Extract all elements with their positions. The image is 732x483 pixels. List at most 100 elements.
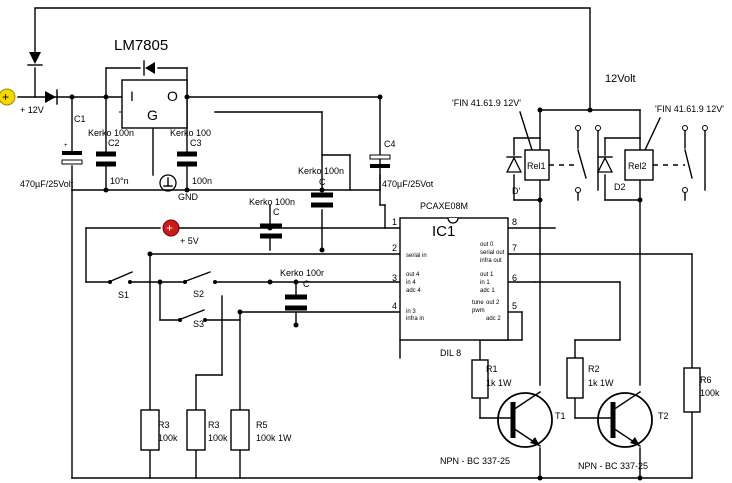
svg-text:+: + bbox=[64, 143, 68, 149]
ic-label-tune: tune bbox=[472, 300, 484, 306]
resistor-r3b: R3 100k bbox=[186, 409, 228, 451]
r5-name: R5 bbox=[256, 420, 268, 430]
diode-input bbox=[45, 89, 58, 105]
c6-type: Kerko 100n bbox=[298, 166, 344, 176]
resistor-r2: R2 1k 1W bbox=[566, 357, 614, 399]
regulator-pin-gnd: G bbox=[147, 107, 158, 123]
switch-s2: S2 bbox=[183, 271, 217, 299]
ic-pin-7: 7 bbox=[512, 243, 517, 253]
r3a-value: 100k bbox=[158, 433, 178, 443]
relay-rel2: 'FIN 41.61.9 12V' Rel2 bbox=[624, 104, 724, 193]
capacitor-c6: Kerko 100n C bbox=[298, 166, 344, 208]
c5-name: C bbox=[273, 207, 280, 217]
relay-rel1: 'FIN 41.61.9 12V' Rel1 bbox=[452, 98, 601, 193]
gnd-label: GND bbox=[178, 192, 199, 202]
transistor-t1: T1 NPN - BC 337-25 bbox=[440, 391, 566, 466]
c3-type: Kerko 100 bbox=[170, 128, 211, 138]
c1-name: C1 bbox=[74, 114, 86, 124]
wires bbox=[17, 7, 693, 479]
ic-pin-1: 1 bbox=[392, 217, 397, 227]
ground-symbol: GND bbox=[159, 174, 199, 202]
rel1-name: Rel1 bbox=[527, 161, 546, 171]
r2-name: R2 bbox=[588, 364, 600, 374]
rel1-part: 'FIN 41.61.9 12V' bbox=[452, 98, 521, 108]
ic-label-in3: in 3 bbox=[406, 309, 416, 315]
diode-d1: D' bbox=[505, 156, 523, 196]
r3b-value: 100k bbox=[208, 433, 228, 443]
ic-pin-4: 4 bbox=[392, 301, 397, 311]
s3-label: S3 bbox=[193, 319, 204, 329]
ic-label-out1: out 1 bbox=[480, 272, 494, 278]
ic-label-in4: in 4 bbox=[406, 280, 416, 286]
diode-d2: D2 bbox=[596, 156, 626, 192]
switch-s1: S1 bbox=[108, 271, 133, 300]
resistor-r3a: R3 100k bbox=[140, 409, 178, 451]
t1-name: T1 bbox=[555, 411, 566, 421]
c4-value: 470µF/25Vot bbox=[382, 179, 434, 189]
capacitor-c7: Kerko 100r C bbox=[280, 268, 324, 311]
ic-label-serial-in: serial in bbox=[406, 253, 427, 259]
s1-label: S1 bbox=[118, 290, 129, 300]
r6-name: R6 bbox=[700, 375, 712, 385]
c2-type: Kerko 100n bbox=[88, 128, 134, 138]
r2-value: 1k 1W bbox=[588, 378, 614, 388]
c2-value: 10°n bbox=[110, 176, 129, 186]
capacitor-c2: Kerko 100n C2 10°n bbox=[88, 128, 134, 186]
ic-pin-3: 3 bbox=[392, 273, 397, 283]
ic-label-out4: out 4 bbox=[406, 272, 420, 278]
supply-12v-label: + 12V bbox=[20, 105, 44, 115]
r1-value: 1k 1W bbox=[486, 378, 512, 388]
c7-type: Kerko 100r bbox=[280, 268, 324, 278]
relay-supply-label: 12Volt bbox=[605, 73, 636, 85]
ic-pin-8: 8 bbox=[512, 217, 517, 227]
ic-package: DIL 8 bbox=[440, 348, 461, 358]
ic-label-infra-in: infra in bbox=[406, 316, 424, 322]
regulator-pin-out: O bbox=[167, 88, 178, 104]
resistor-r5: R5 100k 1W bbox=[230, 409, 292, 451]
ic-label-adc4: adc 4 bbox=[406, 288, 421, 294]
c4-name: C4 bbox=[384, 139, 396, 149]
capacitor-c3: Kerko 100 C3 100n bbox=[170, 128, 212, 186]
r1-name: R1 bbox=[486, 364, 498, 374]
t2-name: T2 bbox=[658, 411, 669, 421]
s2-label: S2 bbox=[193, 289, 204, 299]
c2-name: C2 bbox=[108, 138, 120, 148]
svg-text:+: + bbox=[2, 90, 9, 104]
transistor-t2: T2 NPN - BC 337-25 bbox=[578, 391, 669, 471]
r5-value: 100k 1W bbox=[256, 433, 292, 443]
diode-feedback bbox=[27, 52, 43, 66]
diode-regulator-bypass bbox=[143, 60, 155, 76]
ic-pin-6: 6 bbox=[512, 273, 517, 283]
rel2-part: 'FIN 41.61.9 12V' bbox=[655, 104, 724, 114]
ic-label-adc2: adc 2 bbox=[486, 316, 501, 322]
ic-label-infra-out: infra out bbox=[480, 258, 502, 264]
r3a-name: R3 bbox=[158, 420, 170, 430]
ic-pin-2: 2 bbox=[392, 243, 397, 253]
c1-value: 470µF/25Volt bbox=[20, 179, 74, 189]
c3-value: 100n bbox=[192, 176, 212, 186]
resistor-r1: R1 1k 1W bbox=[471, 359, 512, 399]
c5-type: Kerko 100n bbox=[249, 197, 295, 207]
ic-pin-5: 5 bbox=[512, 301, 517, 311]
d2-label: D2 bbox=[614, 182, 626, 192]
voltage-regulator: LM7805 I O G bbox=[114, 37, 188, 129]
ic-label-out2: out 2 bbox=[486, 300, 500, 306]
r6-value: 100k bbox=[700, 388, 720, 398]
switch-s3: S3 bbox=[178, 309, 207, 329]
resistor-r6: R6 100k bbox=[683, 367, 720, 413]
regulator-name: LM7805 bbox=[114, 37, 168, 54]
r3b-name: R3 bbox=[208, 420, 220, 430]
junction-dots bbox=[69, 94, 643, 481]
c7-name: C bbox=[303, 279, 310, 289]
regulator-pin-in: I bbox=[130, 88, 134, 104]
capacitor-c1: + C1 470µF/25Volt bbox=[20, 114, 86, 189]
capacitor-c4: C4 470µF/25Vot bbox=[369, 139, 434, 189]
capacitor-c5: Kerko 100n C bbox=[249, 197, 295, 239]
ic-part: PCAXE08M bbox=[420, 201, 468, 211]
ic-label-serial-out: serial out bbox=[480, 250, 505, 256]
c6-name: C bbox=[319, 177, 326, 187]
ic-label-pwm: pwm bbox=[472, 308, 485, 314]
ic-picaxe: PCAXE08M IC1 DIL 8 1 2 3 4 5 6 7 8 seria… bbox=[392, 201, 517, 358]
terminal-5v: + + 5V bbox=[162, 219, 199, 246]
